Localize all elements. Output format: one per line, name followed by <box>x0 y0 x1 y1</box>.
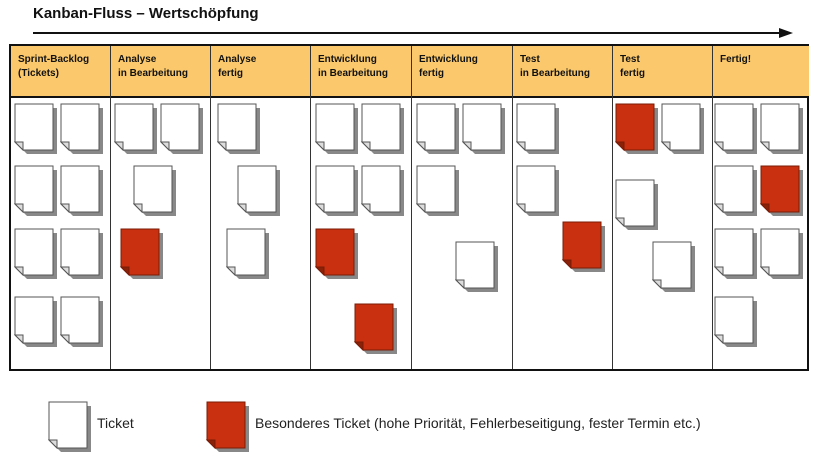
ticket-card <box>713 103 757 154</box>
special-ticket-card <box>314 228 358 279</box>
column-header: Sprint-Backlog (Tickets) <box>11 46 110 98</box>
ticket-card <box>13 296 57 347</box>
kanban-board: Sprint-Backlog (Tickets) Analyse in Bearbe… <box>9 44 809 371</box>
column-header: Entwicklung in Bearbeitung <box>311 46 411 98</box>
special-ticket-card <box>614 103 658 154</box>
ticket-card <box>759 228 803 279</box>
column-subtitle: in Bearbeitung <box>318 68 389 79</box>
ticket-card <box>13 228 57 279</box>
ticket-card <box>216 103 260 154</box>
column-entwicklung-fertig: Entwicklung fertig <box>412 46 513 369</box>
ticket-card <box>461 103 505 154</box>
column-subtitle: in Bearbeitung <box>118 68 189 79</box>
column-header: Test in Bearbeitung <box>513 46 612 98</box>
ticket-card <box>59 228 103 279</box>
column-header: Fertig! <box>713 46 809 98</box>
column-subtitle: fertig <box>419 68 444 79</box>
column-test-in-bearbeitung: Test in Bearbeitung <box>513 46 613 369</box>
ticket-card <box>13 165 57 216</box>
special-ticket-card <box>561 221 605 272</box>
ticket-card <box>360 103 404 154</box>
legend-ticket-label: Ticket <box>97 415 134 431</box>
column-header: Entwicklung fertig <box>412 46 512 98</box>
column-header: Test fertig <box>613 46 712 98</box>
legend-ticket-icon <box>47 401 94 460</box>
column-title: Fertig! <box>720 54 752 65</box>
ticket-card <box>759 103 803 154</box>
column-header: Analyse in Bearbeitung <box>111 46 210 98</box>
ticket-card <box>660 103 704 154</box>
column-test-fertig: Test fertig <box>613 46 713 369</box>
column-title: Entwicklung <box>419 54 478 65</box>
special-ticket-card <box>353 303 397 354</box>
column-entwicklung-in-bearbeitung: Entwicklung in Bearbeitung <box>311 46 412 369</box>
column-title: Analyse <box>218 54 257 65</box>
column-analyse-in-bearbeitung: Analyse in Bearbeitung <box>111 46 211 369</box>
flow-arrow <box>33 28 793 38</box>
column-title: Analyse <box>118 54 157 65</box>
ticket-card <box>314 103 358 154</box>
legend-special-ticket-icon <box>205 401 252 460</box>
ticket-card <box>415 165 459 216</box>
column-title: Test <box>620 54 640 65</box>
special-ticket-card <box>119 228 163 279</box>
ticket-card <box>454 241 498 292</box>
column-title: Entwicklung <box>318 54 377 65</box>
column-subtitle: in Bearbeitung <box>520 68 591 79</box>
column-title: Test <box>520 54 540 65</box>
ticket-card <box>59 103 103 154</box>
ticket-card <box>713 165 757 216</box>
ticket-card <box>159 103 203 154</box>
ticket-card <box>113 103 157 154</box>
column-header: Analyse fertig <box>211 46 310 98</box>
ticket-card <box>360 165 404 216</box>
ticket-card <box>13 103 57 154</box>
ticket-card <box>225 228 269 279</box>
ticket-card <box>132 165 176 216</box>
ticket-card <box>651 241 695 292</box>
ticket-card <box>415 103 459 154</box>
column-subtitle: fertig <box>620 68 645 79</box>
ticket-card <box>713 228 757 279</box>
ticket-card <box>59 165 103 216</box>
legend-special-ticket-label: Besonderes Ticket (hohe Priorität, Fehle… <box>255 415 701 431</box>
ticket-card <box>314 165 358 216</box>
ticket-card <box>614 179 658 230</box>
ticket-card <box>236 165 280 216</box>
column-sprint-backlog: Sprint-Backlog (Tickets) <box>11 46 111 369</box>
diagram-title: Kanban-Fluss – Wertschöpfung <box>33 5 259 22</box>
column-subtitle: (Tickets) <box>18 68 59 79</box>
column-subtitle: fertig <box>218 68 243 79</box>
ticket-card <box>59 296 103 347</box>
ticket-card <box>515 165 559 216</box>
ticket-card <box>713 296 757 347</box>
column-title: Sprint-Backlog <box>18 54 90 65</box>
ticket-card <box>515 103 559 154</box>
column-fertig: Fertig! <box>713 46 809 369</box>
column-analyse-fertig: Analyse fertig <box>211 46 311 369</box>
special-ticket-card <box>759 165 803 216</box>
